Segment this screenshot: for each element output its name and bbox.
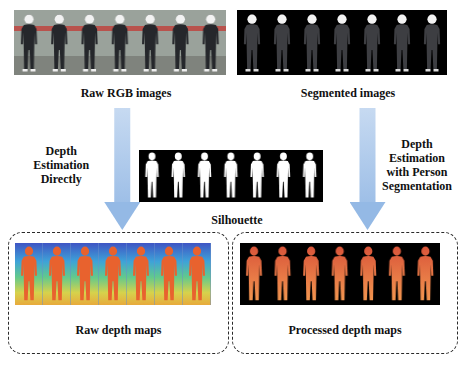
processed-depth-strip: [240, 243, 440, 305]
block-arrow: [360, 108, 376, 202]
dashed-panel: Raw depth maps: [8, 232, 229, 354]
panel-caption: Processed depth maps: [233, 323, 457, 337]
segmented-image-strip: [237, 10, 447, 75]
panel-caption: Raw RGB images: [14, 86, 238, 100]
image-panel: Silhouette: [139, 150, 335, 227]
panel-caption: Segmented images: [237, 86, 459, 100]
silhouette-strip: [139, 150, 323, 202]
image-panel: Raw RGB images: [14, 10, 238, 100]
raw-depth-strip: [15, 243, 211, 305]
panel-caption: Raw depth maps: [9, 323, 228, 337]
arrow-label: Depth Estimation with Person Segmentatio…: [378, 137, 456, 193]
arrow-label: Depth Estimation Directly: [22, 144, 100, 186]
block-arrow: [114, 108, 130, 202]
dashed-panel: Processed depth maps: [232, 232, 458, 354]
image-panel: Segmented images: [237, 10, 459, 100]
panel-caption: Silhouette: [139, 213, 335, 227]
rgb-image-strip: [14, 10, 226, 75]
